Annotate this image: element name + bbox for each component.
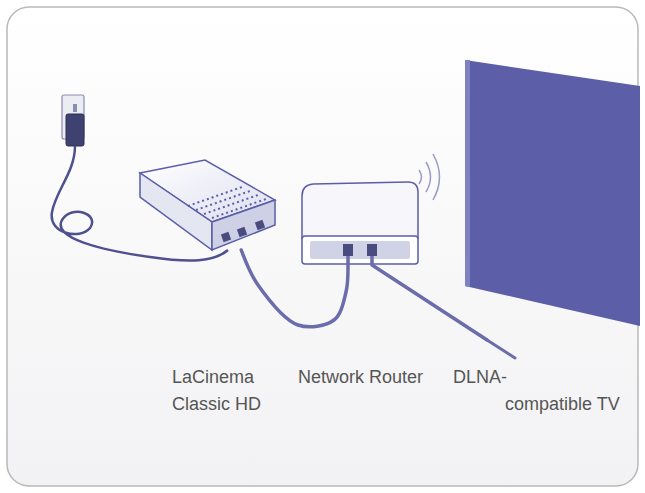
network-cable: [241, 250, 348, 327]
router-port: [367, 244, 377, 256]
router-top: [302, 182, 418, 238]
router-front: [302, 236, 418, 264]
wrap-spacer: [515, 364, 633, 391]
device-node: LaCinema Classic HD: [140, 160, 275, 250]
vent-dots: [196, 191, 250, 210]
wrap-spacer: [453, 391, 505, 418]
device-port: [221, 232, 231, 242]
tv-panel: [465, 60, 640, 326]
router-port: [343, 244, 353, 256]
cable-stub: [346, 256, 350, 265]
outlet-slot: [73, 104, 77, 112]
device-label: LaCinema Classic HD: [172, 364, 272, 418]
tv-edge: [465, 60, 470, 287]
network-cable: [372, 265, 487, 340]
device-port: [237, 227, 247, 237]
cable-stub: [370, 256, 374, 265]
wireless-wave: [433, 154, 440, 200]
vent-dots: [188, 187, 242, 206]
label-block: LaCinema Classic HD: [172, 364, 272, 418]
device-node: DLNA- compatible TV: [465, 58, 640, 340]
label-block: DLNA- compatible TV: [453, 364, 633, 418]
device-back: [212, 200, 275, 250]
device-label: Network Router: [298, 364, 448, 391]
device-side: [140, 173, 212, 250]
wireless-wave: [426, 162, 431, 192]
cable-tail: [487, 340, 515, 358]
router-panel: [310, 241, 410, 259]
power-adapter: [66, 114, 84, 146]
label-block: Network Router: [298, 364, 448, 391]
wireless-wave: [419, 170, 422, 184]
device-port: [255, 220, 265, 230]
device-label: DLNA- compatible TV: [453, 364, 633, 418]
device-node: Network Router: [300, 178, 420, 265]
